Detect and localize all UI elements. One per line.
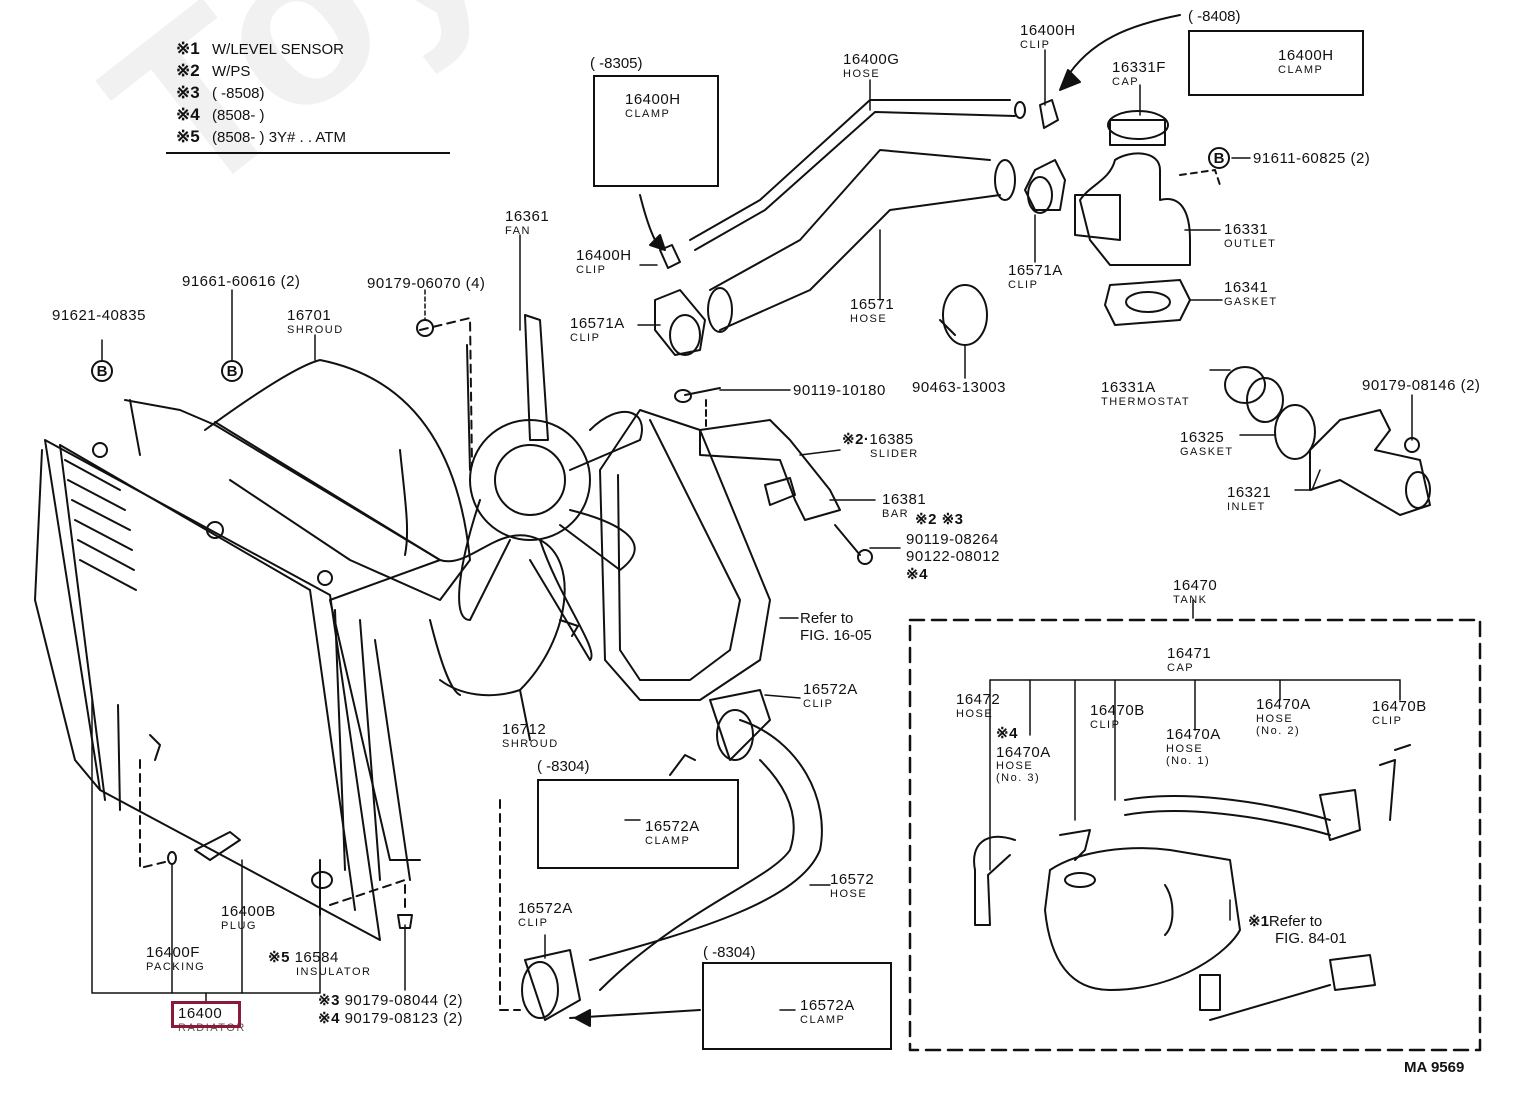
callout-91661-60616[interactable]: 91661-60616 (2) [182,273,301,290]
legend-item: ※4(8508- ) [176,105,265,124]
lower-hose-drawing [499,689,823,1027]
callout-90179-06070[interactable]: 90179-06070 (4) [367,275,486,292]
inset-range: ( -8305) [590,55,643,72]
marker-b-icon: B [91,360,113,382]
tank-frame [908,618,1482,1052]
callout-90119-10180[interactable]: 90119-10180 [793,382,886,399]
figure-id: MA 9569 [1404,1059,1465,1076]
inset-range: ( -8408) [1188,8,1241,25]
inset-range: ( -8304) [703,944,756,961]
callout-90122-08012[interactable]: 90122-08012 [906,548,1000,565]
legend-item: ※3( -8508) [176,83,265,102]
clips-drawing [654,99,1066,356]
marker-b-icon: B [221,360,243,382]
arrow-drawing [1064,14,1181,81]
water-outlet-drawing [1074,110,1221,326]
bolt-bar-note: ※4 [906,566,928,583]
legend-divider [166,152,450,154]
lower-shroud-drawing [429,534,579,741]
legend-item: ※5(8508- ) 3Y# . . ATM [176,127,346,146]
marker-b-icon: B [1208,147,1230,169]
callout-90119-08264[interactable]: 90119-08264 [906,531,999,548]
callout-91611-60825[interactable]: 91611-60825 (2) [1253,150,1371,167]
callout-90179-08044[interactable]: ※3 90179-08044 (2) [318,992,464,1009]
callout-90463-13003[interactable]: 90463-13003 [912,379,1006,396]
upper-shroud-drawing [204,359,471,601]
highlight-box [171,1001,241,1028]
bar-notes: ※2 ※3 [915,511,964,528]
callout-91621-40835[interactable]: 91621-40835 [52,307,146,324]
inset-range: ( -8304) [537,758,590,775]
callout-90179-08146[interactable]: 90179-08146 (2) [1362,377,1481,394]
leader-lines [91,49,1413,1011]
bracket-drawing [674,387,873,565]
reservoir-drawing [973,744,1411,1021]
upper-hose-drawing [689,99,1026,333]
overflow-tube-drawing [599,409,771,701]
fan-drawing [419,314,643,661]
radiator-drawing [34,399,441,941]
drain-parts-drawing [139,759,413,929]
thermostat-drawing [1224,366,1431,516]
callout-90179-08123[interactable]: ※4 90179-08123 (2) [318,1010,464,1027]
